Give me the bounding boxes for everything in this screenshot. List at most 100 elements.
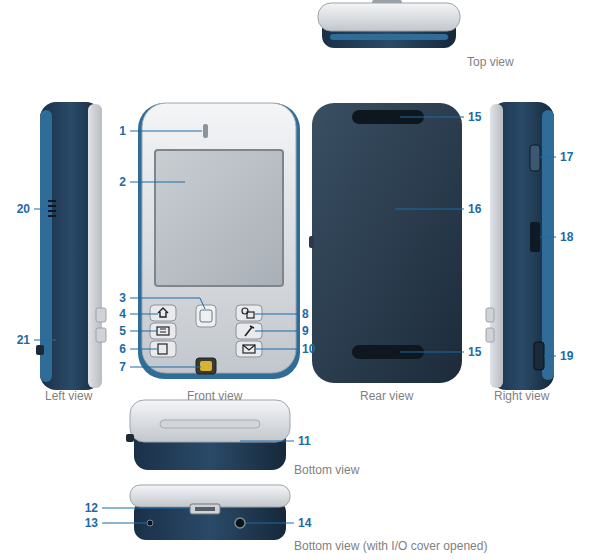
leader-lines [34,117,556,523]
leader-lines-part [130,314,158,315]
top-view-drawing-part [330,34,448,40]
callout-number: 15 [468,345,481,359]
left-view-drawing-part [96,308,106,322]
front-view-drawing-part [158,308,168,317]
bottom-open-view-drawing-part [190,504,220,514]
leader-lines-part [544,356,556,357]
leader-lines-part [240,441,294,442]
left-view-drawing-part [40,102,102,390]
leader-lines-part [130,367,201,368]
left-view-drawing-part [40,110,52,382]
right-view-drawing-part [486,308,494,322]
right-view-drawing-part [534,342,544,370]
callout-number: 8 [302,307,309,321]
front-view-drawing-part [160,329,166,332]
rear-view-drawing-part [309,236,314,248]
view-label: Bottom view (with I/O cover opened) [294,539,487,553]
leader-lines-part [400,117,464,118]
front-view-drawing-part [243,345,255,353]
callout-number: 11 [298,434,311,448]
view-label: Left view [45,389,92,403]
front-view-drawing-part [243,345,255,350]
bottom-view-drawing-part [160,420,260,428]
callout-number: 21 [17,333,30,347]
front-view-drawing-part [142,103,296,373]
right-view-drawing-part [530,145,540,171]
left-view-drawing-part [88,104,102,388]
leader-lines-part [255,349,298,350]
view-label: Rear view [360,389,413,403]
callout-number: 17 [560,150,573,164]
front-view-drawing-part [203,124,208,138]
view-label: Top view [467,55,514,69]
bottom-open-view-drawing-part [147,520,153,526]
right-view-drawing-part [490,102,554,390]
front-view-drawing-part [155,150,283,286]
leader-lines-part [400,352,464,353]
leader-lines-part [34,209,50,210]
callout-number: 5 [119,324,126,338]
bottom-view-drawing-part [126,434,134,442]
front-view-drawing-part [196,305,216,327]
callout-number: 6 [119,342,126,356]
left-view-drawing-part [48,205,56,207]
right-view-drawing [486,102,554,390]
view-label: Bottom view [294,463,359,477]
leader-lines-part [34,340,56,341]
leader-lines-part [395,209,464,210]
left-view-drawing-part [96,328,106,342]
leader-lines-part [255,314,298,315]
left-view-drawing-part [48,215,56,217]
leader-lines-part [130,349,158,350]
leader-lines-part [130,331,158,332]
bottom-open-view-drawing [130,485,290,540]
callout-number: 19 [560,349,573,363]
front-view-drawing-part [200,310,212,322]
front-view-drawing-part [196,358,216,374]
bottom-view-drawing-part [130,400,290,442]
callout-number: 15 [468,110,481,124]
front-view-drawing-part [245,326,254,336]
bottom-view-drawing [126,400,290,470]
leader-lines-part [540,237,556,238]
left-view-drawing [36,102,106,390]
view-label: Right view [494,389,549,403]
callout-number: 14 [298,516,311,530]
callout-number: 1 [119,124,126,138]
callout-number: 9 [302,324,309,338]
leader-lines-part [102,523,147,524]
left-view-drawing-part [36,345,44,355]
front-view-drawing-part [138,103,300,379]
front-view-drawing-part [150,305,176,321]
leader-lines-part [102,508,190,509]
callout-number: 10 [302,342,315,356]
leader-lines-part [130,298,205,309]
callout-number: 7 [119,360,126,374]
leader-lines-part [246,523,294,524]
left-view-drawing-part [48,200,56,202]
callout-number: 2 [119,175,126,189]
callout-number: 20 [17,202,30,216]
callout-number: 12 [85,501,98,515]
top-view-drawing-part [318,3,460,31]
callout-number: 13 [85,516,98,530]
leader-lines-part [255,331,298,332]
leader-lines-part [130,182,185,183]
callout-number: 4 [119,307,126,321]
front-view-drawing-part [158,344,167,354]
leader-lines-part [540,157,556,158]
front-view-drawing-part [247,312,254,318]
top-view-drawing [318,0,460,48]
right-view-drawing-part [542,110,554,380]
rear-view-drawing [309,103,462,383]
right-view-drawing-part [486,328,494,342]
right-view-drawing-part [490,104,503,388]
left-view-drawing-part [48,210,56,212]
callout-number: 3 [119,291,126,305]
bottom-open-view-drawing-part [235,518,245,528]
callout-number: 16 [468,202,481,216]
front-view-drawing-part [200,361,212,371]
rear-view-drawing-part [312,103,462,383]
leader-lines-part [130,131,202,132]
